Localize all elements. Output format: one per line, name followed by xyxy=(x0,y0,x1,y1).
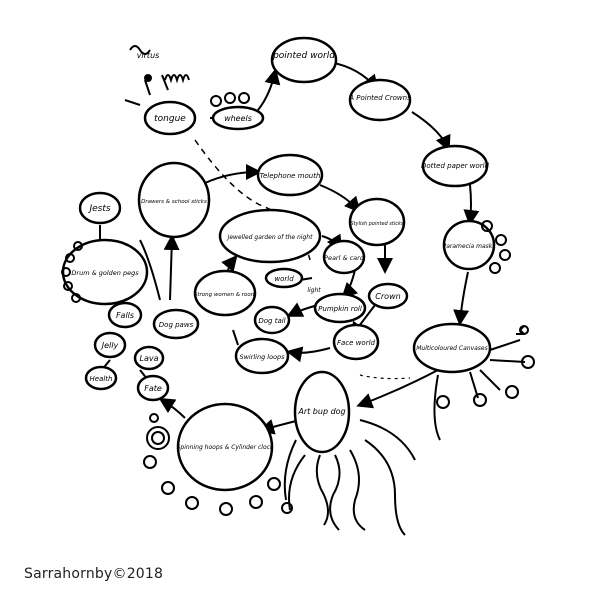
node-pointed-crowns xyxy=(348,78,412,122)
label-small-note: light xyxy=(307,287,321,294)
node-fate xyxy=(136,374,170,402)
decorative-squiggles xyxy=(129,45,529,536)
node-tongue xyxy=(143,100,197,136)
label-world-small: world xyxy=(274,275,294,283)
node-pointed-world xyxy=(270,36,338,84)
credit-text: Sarrahornby©2018 xyxy=(24,566,164,582)
node-dog-paws xyxy=(152,308,200,340)
label-art-day-dog: Art bup dog xyxy=(297,407,345,416)
label-strong-women: Strong women & room xyxy=(194,292,256,298)
label-paramecia-masks: Paramecia masks xyxy=(443,243,496,250)
label-drawers-sticks: Drawers & school sticks xyxy=(141,199,207,205)
label-fate: Fate xyxy=(144,384,162,393)
label-stylish-sticks: Stylish pointed sticks xyxy=(350,221,403,227)
label-spinning-hoops: Spinning hoops & Cylinder clock xyxy=(177,444,274,451)
node-drawers-sticks xyxy=(137,161,211,239)
node-jewelled-garden xyxy=(218,208,322,264)
node-stylish-sticks xyxy=(348,197,406,247)
dotted-link xyxy=(359,374,411,380)
node-dog-tail xyxy=(253,305,291,335)
label-annotation: virtus xyxy=(137,51,160,60)
node-wheels xyxy=(211,105,265,131)
label-wheels: wheels xyxy=(224,114,252,123)
node-jelly xyxy=(93,331,127,359)
node-art-day-dog xyxy=(293,370,351,454)
label-tongue: tongue xyxy=(154,114,186,124)
label-health: Health xyxy=(90,375,113,383)
label-swirling-loops: Swirling loops xyxy=(239,353,285,361)
label-crown: Crown xyxy=(375,292,400,301)
label-pointed-world: pointed world xyxy=(272,51,335,61)
node-telephone-mouth xyxy=(256,153,324,197)
label-falls: Falls xyxy=(116,311,134,320)
label-drum-pegs: Drum & golden pegs xyxy=(71,269,139,277)
node-dotted-paper-world xyxy=(421,144,489,188)
node-multicoloured-canvases xyxy=(412,322,492,374)
label-jelly: Jelly xyxy=(100,341,119,350)
node-face-world xyxy=(332,323,380,361)
node-crown xyxy=(367,282,409,310)
node-world-small xyxy=(264,267,304,289)
label-telephone-mouth: Telephone mouth xyxy=(260,172,321,180)
node-jests xyxy=(78,191,122,225)
label-pointed-crowns: A Pointed Crowns xyxy=(348,94,411,102)
node-lava xyxy=(133,345,165,371)
decorative-circles xyxy=(61,92,535,516)
node-pearls-card xyxy=(322,239,366,275)
label-dog-tail: Dog tail xyxy=(258,317,285,325)
node-pumpkin-roll xyxy=(313,292,367,324)
label-pumpkin-roll: Pumpkin roll xyxy=(318,305,362,313)
label-lava: Lava xyxy=(140,354,159,363)
node-strong-women xyxy=(193,269,257,317)
label-jewelled-garden: Jewelled garden of the night xyxy=(227,234,313,241)
label-face-world: Face world xyxy=(337,339,376,347)
node-spinning-hoops xyxy=(176,402,274,492)
node-paramecia-masks xyxy=(442,219,496,271)
node-swirling-loops xyxy=(234,337,290,375)
label-dotted-paper-world: Dotted paper world xyxy=(421,162,490,170)
label-multicoloured-canvases: Multicoloured Canvases xyxy=(416,345,488,352)
node-falls xyxy=(107,301,143,329)
node-health xyxy=(84,365,118,391)
label-dog-paws: Dog paws xyxy=(159,321,194,329)
label-jests: Jests xyxy=(87,204,110,214)
label-pearls-card: Pearl & card xyxy=(324,254,365,262)
